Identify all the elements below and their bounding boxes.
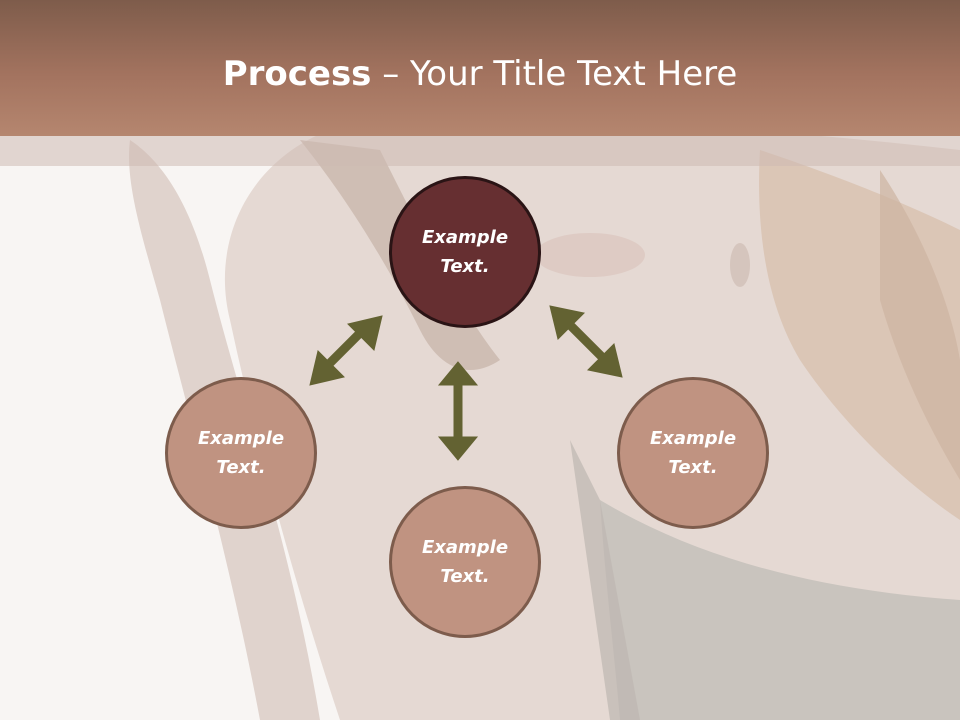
process-node-bottom[interactable]: Example Text. bbox=[389, 486, 541, 638]
arrow-center-left bbox=[309, 315, 383, 386]
title-bold: Process bbox=[222, 54, 372, 94]
process-node-right-label: Example Text. bbox=[649, 428, 737, 478]
title-strip bbox=[0, 136, 960, 166]
arrow-center-right bbox=[549, 305, 623, 378]
process-node-right[interactable]: Example Text. bbox=[617, 377, 769, 529]
process-node-center[interactable]: Example Text. bbox=[389, 176, 541, 328]
title-rest: – Your Title Text Here bbox=[371, 54, 738, 94]
process-node-bottom-label: Example Text. bbox=[421, 537, 509, 587]
process-node-center-label: Example Text. bbox=[421, 227, 509, 277]
process-node-left[interactable]: Example Text. bbox=[165, 377, 317, 529]
title-band bbox=[0, 0, 960, 136]
process-node-left-label: Example Text. bbox=[197, 428, 285, 478]
arrow-center-bottom bbox=[437, 361, 479, 461]
slide-title: Process – Your Title Text Here bbox=[0, 52, 960, 96]
